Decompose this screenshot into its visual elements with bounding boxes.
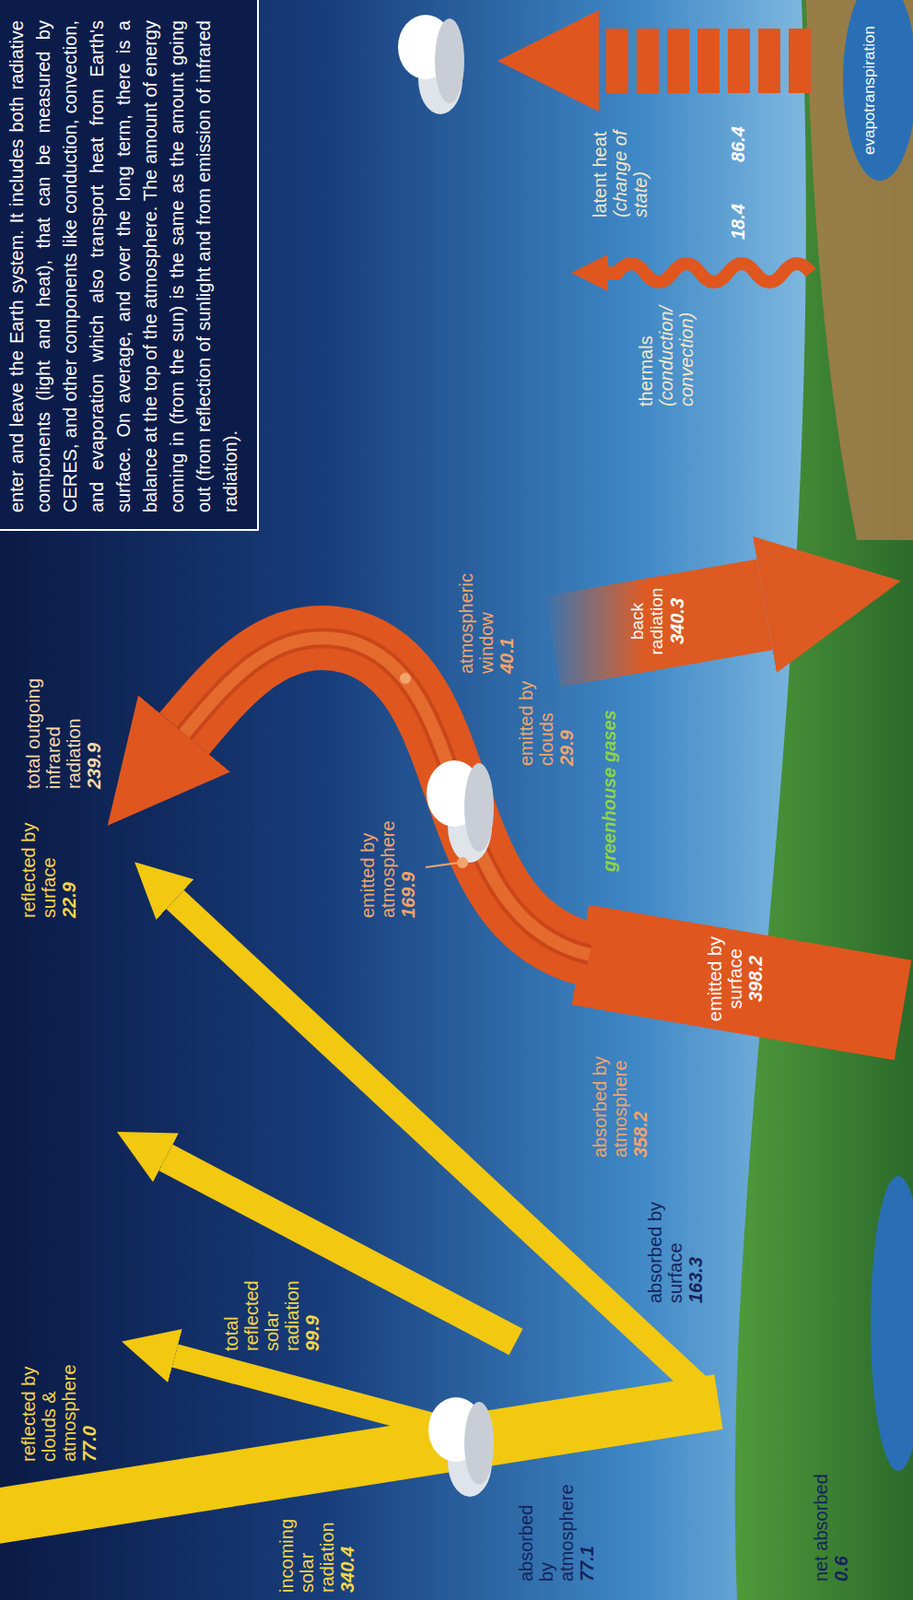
ocean [870, 1175, 913, 1471]
value-number: 22.9 [58, 816, 80, 918]
value-number: 18.4 [727, 184, 749, 240]
value-number: 77.1 [576, 1479, 597, 1581]
flow-label: emitted by atmosphere [357, 816, 398, 918]
leader-line [425, 862, 459, 867]
flow-label: (conduction/ convection) [655, 300, 697, 407]
leader-dot [399, 672, 411, 684]
value-number: 86.4 [727, 106, 749, 163]
outgoing-infrared-arrow [184, 637, 590, 955]
flow-label: incoming solar radiation [276, 1495, 338, 1592]
value-number: 358.2 [630, 1041, 651, 1158]
latent-heat-arrow [598, 28, 811, 94]
explanation-box: enter and leave the Earth system. It inc… [0, 0, 259, 531]
explanation-text: enter and leave the Earth system. It inc… [3, 20, 245, 513]
value-number: 40.1 [496, 567, 517, 674]
value-number: 99.9 [302, 1247, 323, 1351]
flow-label: greenhouse gases [598, 701, 620, 872]
value-number: 169.9 [397, 816, 419, 918]
flow-label: latent heat [589, 102, 610, 218]
flow-label: atmospheric window [456, 567, 497, 674]
thermals-arrow [608, 263, 811, 282]
flow-label: emitted by clouds [515, 678, 557, 766]
flow-label: absorbed by atmosphere [515, 1479, 577, 1581]
flow-label: (change of state) [609, 102, 651, 218]
value-number: 163.3 [685, 1192, 706, 1303]
value-number: 340.4 [337, 1495, 358, 1592]
flow-label: absorbed by surface [644, 1192, 686, 1303]
value-number: 77.0 [79, 1322, 100, 1462]
cloud-emission-band [184, 637, 590, 955]
flow-label: back radiation [628, 580, 668, 662]
incoming-solar-beam [0, 1401, 719, 1517]
leader-dot [456, 856, 469, 868]
flow-label: total reflected solar radiation [221, 1247, 303, 1351]
flow-label: total outgoing infrared radiation [23, 650, 84, 789]
flow-label: thermals [635, 300, 656, 407]
value-number: 0.6 [831, 1465, 852, 1581]
value-number: 239.9 [83, 650, 105, 789]
value-number: 340.3 [667, 580, 688, 662]
flow-label: evapotranspiration [861, 2, 879, 155]
flow-label: absorbed by atmosphere [589, 1041, 631, 1158]
atmospheric-window-band [184, 637, 590, 955]
value-number: 398.2 [745, 932, 766, 1025]
cloud [397, 14, 465, 115]
flow-label: net absorbed [810, 1465, 832, 1581]
value-number: 29.9 [556, 678, 577, 766]
cloud [426, 760, 494, 863]
lake [842, 0, 913, 181]
cloud [428, 1396, 494, 1497]
flow-label: reflected by surface [18, 816, 59, 918]
reflected-clouds-arrow [175, 1355, 434, 1425]
flow-label: reflected by clouds & atmosphere [18, 1322, 80, 1462]
flow-label: emitted by surface [704, 932, 746, 1025]
